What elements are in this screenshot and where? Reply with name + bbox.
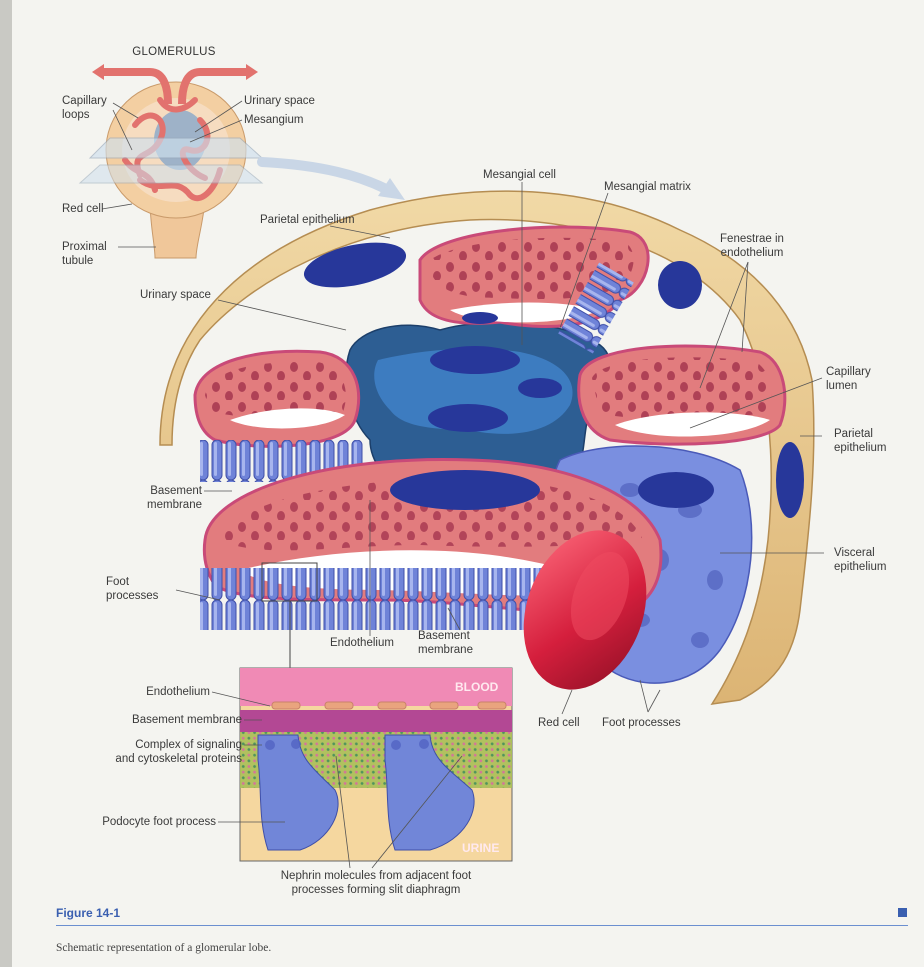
label-foot-processes-right: Foot processes	[602, 717, 681, 729]
label-endothelium-detail: Endothelium	[146, 686, 210, 698]
figure-end-square	[898, 908, 907, 917]
figure-caption: Schematic representation of a glomerular…	[56, 942, 272, 954]
label-basement-membrane-detail: Basement membrane	[132, 714, 242, 726]
figure-number: Figure 14-1	[56, 906, 121, 920]
label-urinary-space-inset: Urinary space	[244, 95, 315, 107]
label-urinary-space: Urinary space	[140, 289, 211, 301]
slit-diaphragm-detail	[211, 667, 513, 869]
label-red-cell-inset: Red cell	[62, 203, 104, 215]
figure-rule	[56, 925, 908, 926]
scan-edge	[0, 0, 12, 967]
label-parietal-epithelium-top: Parietal epithelium	[260, 214, 355, 226]
glomerular-lobe	[159, 182, 824, 715]
blood-tag: BLOOD	[455, 680, 499, 694]
glomerulus-inset	[78, 64, 264, 259]
urine-tag: URINE	[462, 841, 500, 855]
label-mesangial-cell: Mesangial cell	[483, 169, 556, 181]
label-mesangium: Mesangium	[244, 114, 304, 126]
label-endothelium-main: Endothelium	[330, 637, 394, 649]
zoom-arrow	[257, 157, 397, 197]
inset-title: GLOMERULUS	[132, 46, 216, 58]
label-mesangial-matrix: Mesangial matrix	[604, 181, 691, 193]
label-podocyte-foot-process: Podocyte foot process	[102, 816, 216, 828]
label-red-cell-main: Red cell	[538, 717, 580, 729]
